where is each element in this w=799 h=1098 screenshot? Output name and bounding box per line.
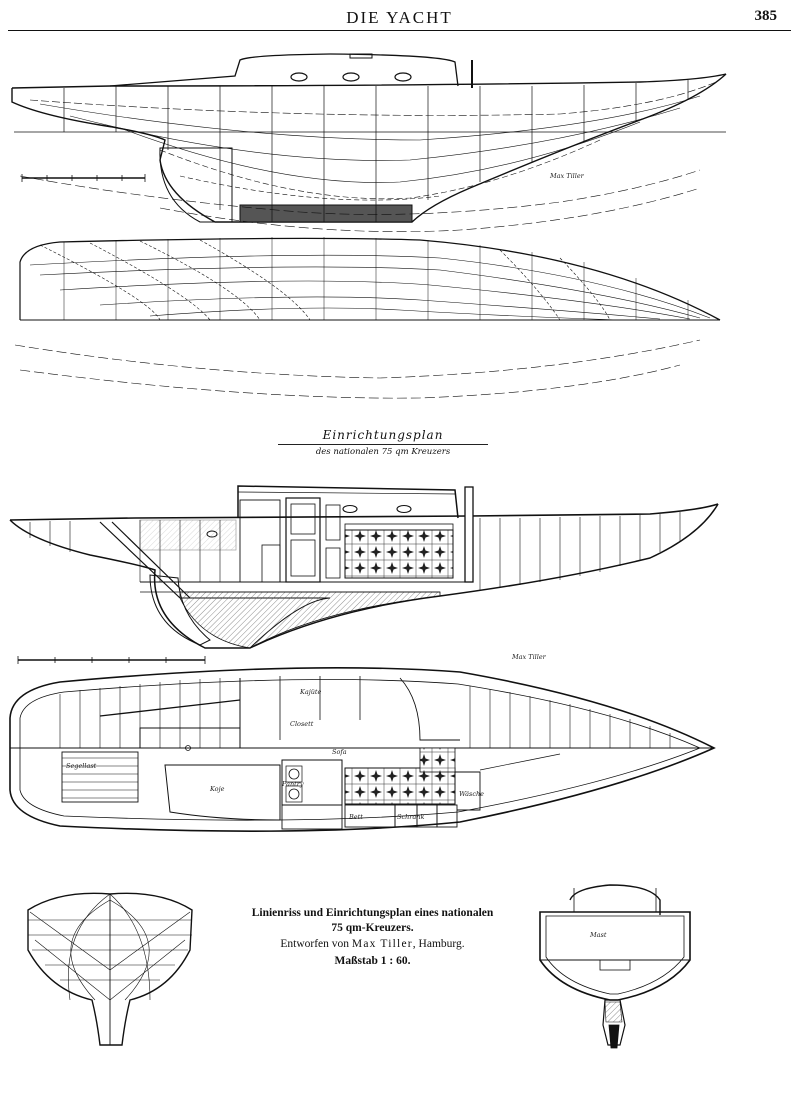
interior-plan-title-line1: Einrichtungsplan — [322, 428, 444, 442]
porthole-icon — [394, 72, 412, 82]
caption-designer: Max Tiller — [351, 938, 413, 950]
porthole-icon — [342, 72, 360, 82]
caption-line4: Maßstab 1 : 60. — [334, 955, 411, 967]
label-wardrobe: Schrank — [397, 813, 425, 821]
figure-caption: Linienriss und Einrichtungsplan eines na… — [225, 906, 520, 970]
label-berth: Koje — [210, 785, 225, 793]
label-toilet: Closett — [290, 720, 314, 728]
interior-plan-title-line2: des nationalen 75 qm Kreuzers — [315, 447, 451, 457]
label-sail-locker: Segellast — [66, 762, 97, 770]
title-rule — [278, 444, 488, 445]
label-sofa: Sofa — [332, 748, 347, 756]
interior-plan-title: Einrichtungsplan des nationalen 75 qm Kr… — [268, 428, 498, 457]
body-plan — [27, 892, 193, 1046]
caption-line2: 75 qm-Kreuzers. — [331, 922, 414, 934]
label-washroom: Wäsche — [459, 790, 485, 798]
label-bed: Bett — [349, 813, 363, 821]
porthole-icon — [396, 504, 412, 514]
porthole-icon — [342, 504, 358, 514]
lines-plan-half-breadth — [14, 237, 721, 399]
interior-profile — [9, 485, 719, 664]
label-cabin: Kajüte — [300, 688, 322, 696]
midship-section — [539, 884, 691, 1049]
signature-lines-plan: Max Tiller — [550, 172, 584, 180]
header-rule — [8, 30, 791, 31]
mast — [464, 486, 474, 583]
label-pantry: Pantry — [282, 780, 304, 788]
page-number: 385 — [754, 8, 778, 24]
header-title: DIE YACHT — [346, 8, 453, 27]
caption-prefix: Entworfen von — [280, 938, 352, 950]
interior-deck-plan — [9, 666, 716, 832]
signature-interior-plan: Max Tiller — [512, 653, 546, 661]
caption-line3: Entworfen von Max Tiller, Hamburg. — [225, 936, 520, 953]
caption-suffix: , Hamburg. — [412, 938, 465, 950]
lines-plan-profile — [11, 53, 727, 232]
caption-line1: Linienriss und Einrichtungsplan eines na… — [251, 907, 494, 919]
label-mast: Mast — [590, 931, 607, 939]
porthole-icon — [290, 72, 308, 82]
